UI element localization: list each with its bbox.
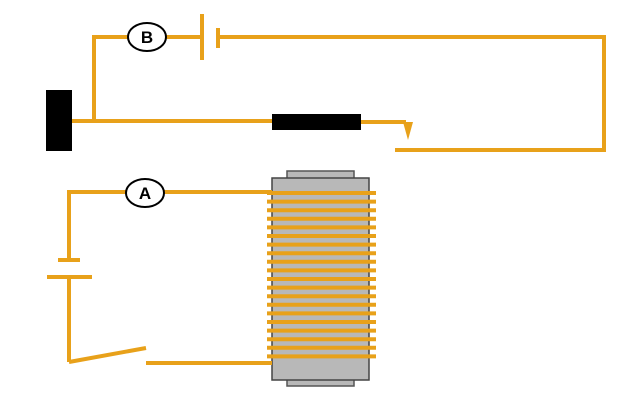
upper-wire-left [92, 35, 128, 121]
meter-a-label: A [139, 184, 151, 203]
switch-lever [68, 346, 147, 364]
battery-a [47, 258, 92, 279]
meter-b-label: B [141, 28, 153, 47]
meter-a-circle [125, 178, 165, 208]
meter-a: A [125, 178, 165, 208]
meter-b: B [127, 22, 167, 52]
contact-point [403, 122, 413, 140]
upper-circuit: B [46, 14, 606, 152]
upper-wire-right-loop [218, 35, 606, 152]
meter-b-circle [127, 22, 167, 52]
lower-wire-battery-meterA [67, 190, 126, 260]
solenoid-coil [267, 191, 376, 359]
battery-b [200, 14, 220, 60]
left-terminal-block [46, 90, 72, 151]
lower-circuit: A [47, 170, 376, 387]
armature-bar [272, 114, 361, 130]
solenoid [267, 170, 376, 387]
